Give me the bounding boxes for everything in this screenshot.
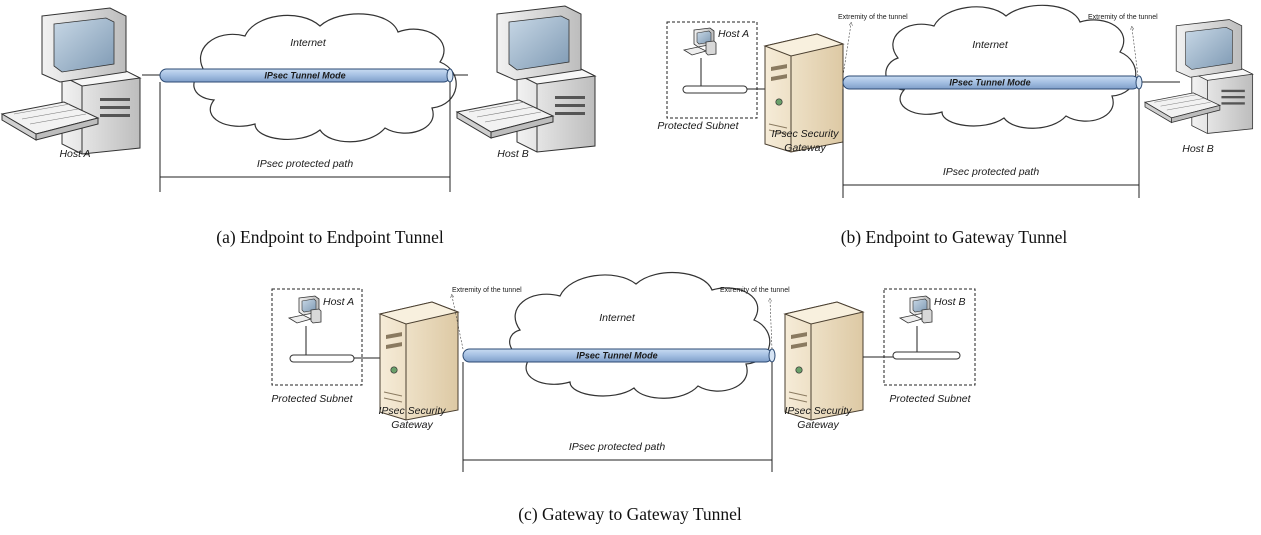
- security-gateway-right-server-icon: [784, 301, 864, 421]
- host-b-small-computer-icon: [899, 295, 933, 324]
- caption-b: (b) Endpoint to Gateway Tunnel: [841, 227, 1068, 247]
- path-label: IPsec protected path: [569, 441, 665, 453]
- gateway-left-line2: Gateway: [391, 419, 433, 431]
- host-a-label: Host A: [59, 148, 90, 160]
- panel-c: Host A Protected Subnet IPsec Security G…: [271, 271, 976, 524]
- panel-b: Host A Protected Subnet IPsec Security G…: [657, 4, 1254, 247]
- path-label: IPsec protected path: [257, 158, 353, 170]
- gateway-label-line1: IPsec Security: [771, 128, 839, 140]
- cloud-label: Internet: [599, 312, 636, 324]
- host-a-small-computer-icon: [683, 27, 717, 56]
- security-gateway-left-server-icon: [379, 301, 459, 421]
- protected-subnet-box: [666, 21, 758, 119]
- caption-a: (a) Endpoint to Endpoint Tunnel: [216, 227, 444, 247]
- gateway-right-line1: IPsec Security: [784, 405, 852, 417]
- extremity-right-label: Extremity of the tunnel: [720, 287, 790, 294]
- protected-path-bracket: [842, 89, 1140, 198]
- host-b-label: Host B: [497, 148, 529, 160]
- protected-path-bracket: [159, 82, 451, 192]
- internet-cloud: [885, 4, 1137, 129]
- tunnel-label: IPsec Tunnel Mode: [949, 78, 1030, 88]
- panel-a: Internet IPsec Tunnel Mode Host A Host B…: [1, 5, 596, 247]
- host-b-computer-icon: [456, 5, 596, 153]
- lan-segment: [682, 85, 748, 94]
- gateway-label-line2: Gateway: [784, 142, 826, 154]
- host-a-label: Host A: [718, 28, 749, 40]
- host-a-computer-icon: [1, 7, 141, 155]
- subnet-right-label: Protected Subnet: [889, 393, 971, 405]
- caption-c: (c) Gateway to Gateway Tunnel: [518, 504, 742, 524]
- subnet-left-label: Protected Subnet: [271, 393, 353, 405]
- gateway-left-line1: IPsec Security: [378, 405, 446, 417]
- host-a-label: Host A: [323, 296, 354, 308]
- protected-subnet-box-left: [271, 288, 363, 386]
- cloud-label: Internet: [290, 37, 327, 49]
- host-b-label: Host B: [1182, 143, 1214, 155]
- host-a-small-computer-icon: [288, 295, 322, 324]
- tunnel-label: IPsec Tunnel Mode: [576, 351, 657, 361]
- extremity-left-label: Extremity of the tunnel: [452, 287, 522, 294]
- path-label: IPsec protected path: [943, 166, 1039, 178]
- cloud-label: Internet: [972, 39, 1009, 51]
- gateway-right-line2: Gateway: [797, 419, 839, 431]
- tunnel-end: [446, 68, 454, 83]
- protected-path-bracket: [462, 362, 773, 472]
- subnet-label: Protected Subnet: [657, 120, 739, 132]
- internet-cloud: [509, 271, 771, 399]
- tunnel-label: IPsec Tunnel Mode: [264, 71, 345, 81]
- extremity-right-label: Extremity of the tunnel: [1088, 14, 1158, 21]
- extremity-left-label: Extremity of the tunnel: [838, 14, 908, 21]
- host-b-label: Host B: [934, 296, 966, 308]
- host-b-computer-icon: [1144, 19, 1254, 134]
- protected-subnet-box-right: [883, 288, 976, 386]
